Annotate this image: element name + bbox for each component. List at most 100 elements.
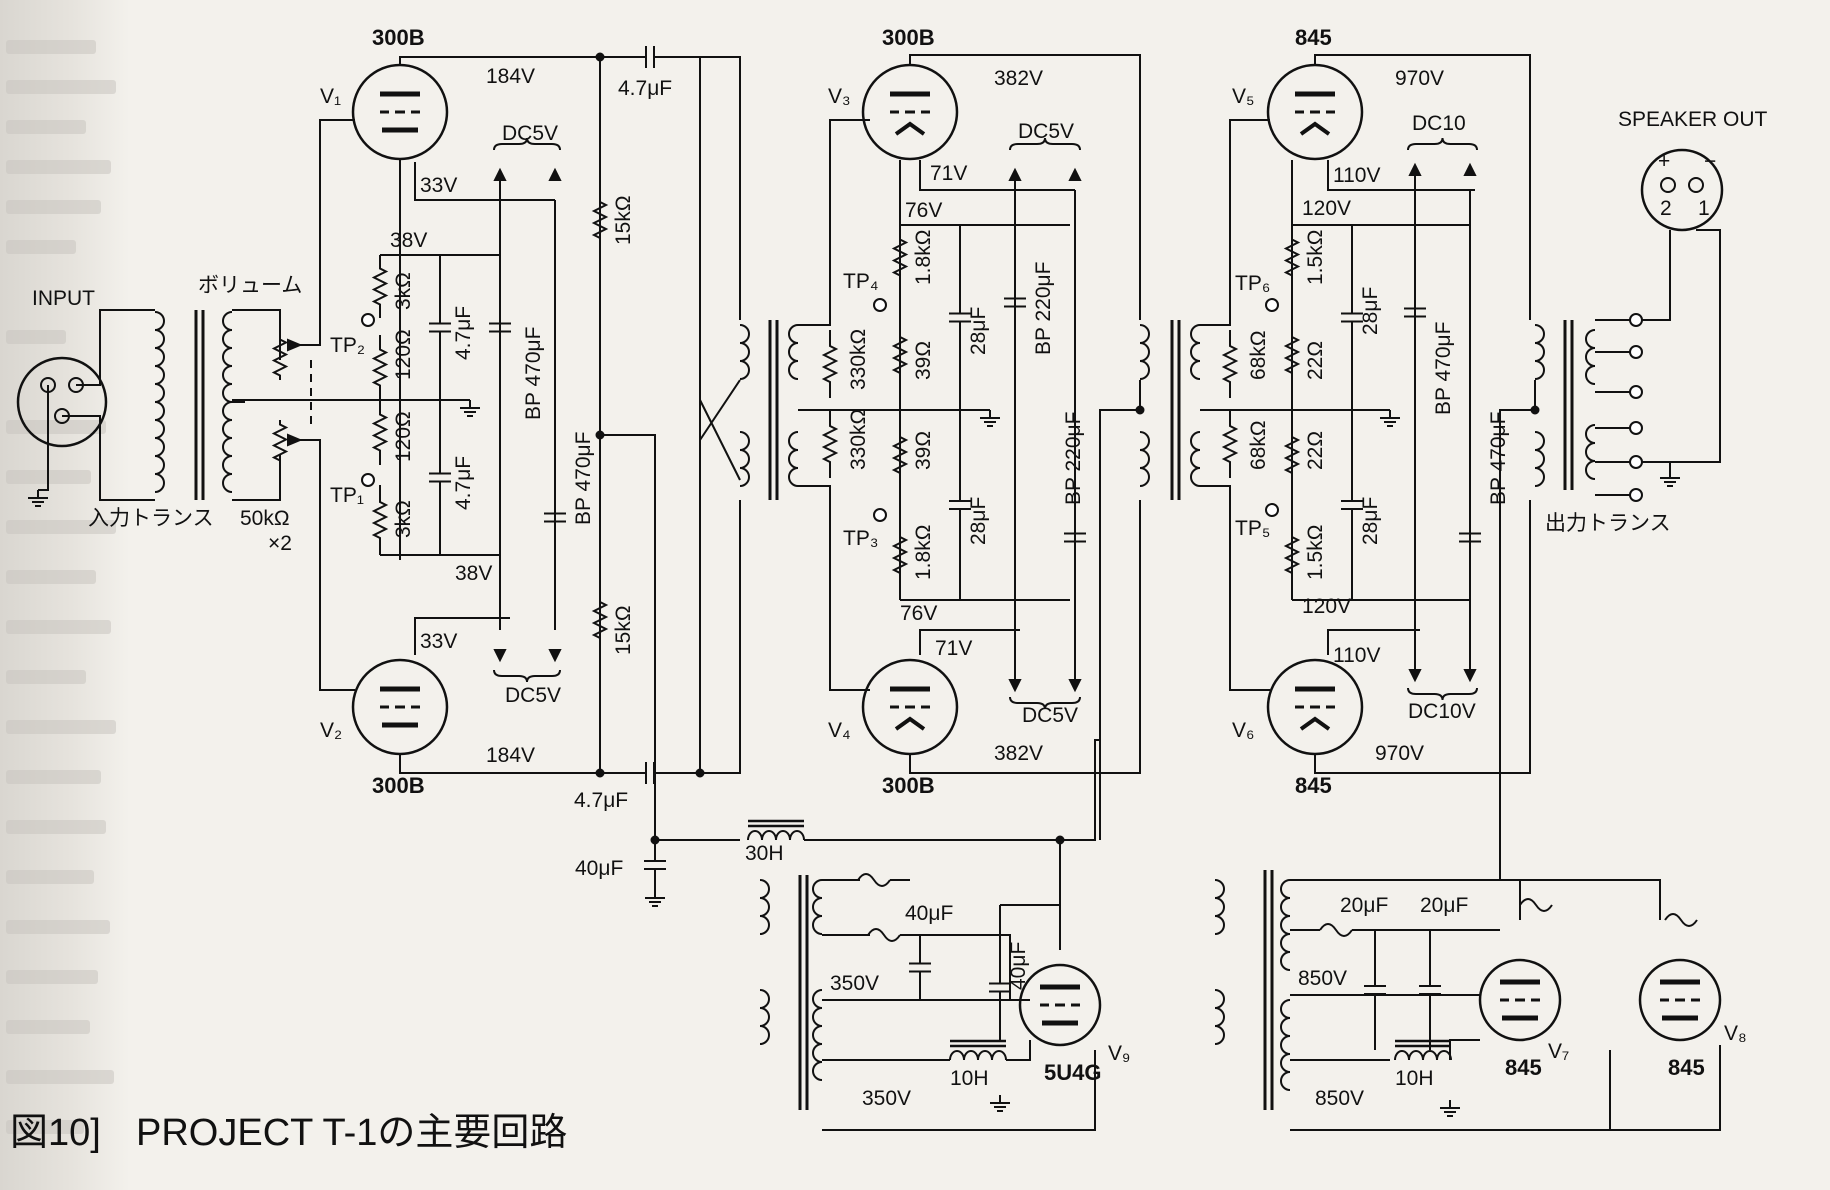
wire (699, 399, 741, 481)
junction-dot (650, 835, 660, 845)
speaker-tap-terminal (1629, 385, 1643, 399)
volume-pot (271, 420, 289, 465)
tp6-label: TP₆ (1235, 272, 1270, 295)
grid-voltage-v3: 71V (930, 162, 967, 185)
interstage2-secondary (1190, 324, 1201, 380)
pot-wiper-arrow (287, 433, 303, 447)
tube-v6 (1266, 658, 1364, 756)
arrow-icon (1008, 679, 1022, 693)
speaker-out-label: SPEAKER OUT (1618, 108, 1768, 131)
cathode-voltage-top: 38V (390, 229, 427, 252)
junction-dot (595, 52, 605, 62)
wire (76, 309, 155, 386)
wire (1642, 461, 1671, 470)
tube-v7-id: V₇ (1548, 1040, 1569, 1063)
wire (1327, 160, 1475, 191)
pin-2-label: 2 (1660, 197, 1672, 220)
brace (1407, 137, 1478, 151)
bp470-s3-b: BP 470μF (1487, 412, 1510, 505)
tube-v5 (1266, 63, 1364, 161)
tp1-label: TP₁ (330, 484, 364, 507)
wire (909, 54, 1141, 320)
fuse-icon (857, 873, 891, 887)
tube-v4-id: V₄ (828, 719, 851, 742)
tube-v4-type: 300B (882, 773, 935, 798)
wire (822, 1050, 1096, 1131)
output-secondary (1585, 329, 1596, 385)
res-330k-a: 330kΩ (847, 329, 870, 390)
wire (1000, 904, 1061, 950)
minus-label: − (1704, 150, 1716, 173)
cap-28-v6: 28μF (1359, 497, 1382, 545)
cathode-resistor (371, 335, 389, 400)
psu-primary (759, 989, 770, 1045)
wire (414, 162, 555, 201)
brace (1009, 137, 1081, 151)
test-point-icon (873, 508, 887, 522)
cathode-resistor (1283, 310, 1301, 400)
test-point-icon (1265, 503, 1279, 517)
speaker-tap-terminal (1629, 345, 1643, 359)
speaker-tap-terminal (1629, 421, 1643, 435)
psu-secondary (812, 989, 823, 1081)
grid-resistor (821, 410, 839, 478)
volume-label: ボリューム (198, 274, 302, 297)
wire (1290, 879, 1521, 920)
cathode-voltage-v4: 76V (900, 602, 937, 625)
wire (414, 617, 510, 655)
coupling-cap-top-label: 4.7μF (618, 77, 672, 100)
plate-voltage-v5: 970V (1395, 67, 1444, 90)
wire (1449, 1039, 1480, 1060)
cathode-resistor (1283, 225, 1301, 290)
junction-dot (695, 768, 705, 778)
ground-icon (990, 1095, 1010, 1112)
speaker-pin-1 (1688, 177, 1704, 193)
wire (919, 629, 1020, 655)
arrow-icon (548, 167, 562, 181)
wire (1290, 1045, 1721, 1131)
test-point-icon (361, 313, 375, 327)
bp470-a: BP 470μF (522, 327, 545, 420)
arrow-icon (1463, 669, 1477, 683)
brace (1407, 687, 1478, 701)
test-point-icon (361, 473, 375, 487)
grid-leak-resistor (591, 590, 609, 650)
dc10-top: DC10 (1412, 112, 1466, 135)
tube-v2-type: 300B (372, 773, 425, 798)
fuse-icon (1519, 898, 1553, 912)
cathode-resistor (371, 255, 389, 318)
plate-voltage-v3: 382V (994, 67, 1043, 90)
tube-v6-type: 845 (1295, 773, 1332, 798)
junction-dot (1530, 405, 1540, 415)
arrow-icon (493, 649, 507, 663)
ground-icon (980, 410, 1000, 427)
speaker-tap-terminal (1629, 313, 1643, 327)
interstage-primary (739, 324, 750, 380)
wire (798, 485, 870, 691)
brace (493, 137, 561, 151)
input-transformer-secondary (222, 401, 233, 493)
grid-resistor (1221, 410, 1239, 478)
choke-10h-a (949, 1050, 1007, 1061)
xlr-pin (40, 377, 56, 393)
bp220-b: BP 220μF (1062, 412, 1085, 505)
cathode-resistor (891, 310, 909, 400)
fuse-icon (1319, 923, 1353, 937)
grid-voltage-v6: 110V (1333, 644, 1381, 667)
cap-28-v3: 28μF (967, 307, 990, 355)
ground-icon (28, 490, 48, 507)
output-primary (1534, 324, 1545, 380)
output-secondary (1585, 424, 1596, 480)
speaker-tap-terminal (1629, 455, 1643, 469)
grid-voltage-bot: 33V (420, 630, 457, 653)
tube-v7 (1478, 958, 1562, 1042)
ground-icon (460, 400, 480, 417)
grid-voltage-top: 33V (420, 174, 457, 197)
cathode-voltage-v3: 76V (905, 199, 942, 222)
tube-v8-type: 845 (1668, 1055, 1705, 1080)
v850-a: 850V (1298, 967, 1347, 990)
wire (232, 455, 281, 501)
tube-v5-type: 845 (1295, 25, 1332, 50)
res-22-b: 22Ω (1304, 431, 1327, 470)
